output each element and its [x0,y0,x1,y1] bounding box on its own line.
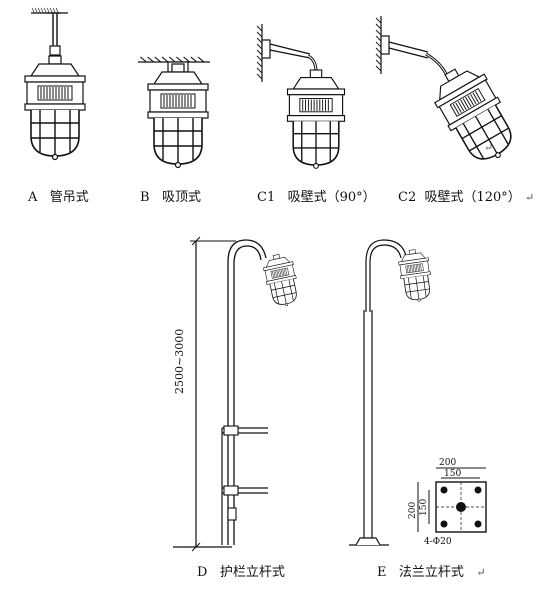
lamp-ceiling-mount [137,56,211,169]
caption-A-name: 管吊式 [49,190,89,205]
caption-E-code: E [377,565,387,580]
flange-inner-height: 150 [419,499,429,516]
flange-detail: 200 150 200 150 4-Φ20 [408,458,487,547]
lamp-wall-mount-120: ↵ [375,15,525,173]
return-mark: ↵ [484,141,493,154]
lamp-pipe-pendant [24,7,86,161]
caption-C2: C2 吸壁式（120°） ↵ [398,186,534,205]
caption-B-code: B [140,190,150,205]
caption-B: B 吸顶式 [140,186,201,205]
return-mark: ↵ [524,191,535,204]
flange-outer-height: 200 [408,502,418,519]
pole-height-dimension: 2500~3000 [173,329,186,394]
caption-A-code: A [28,190,38,205]
caption-E: E 法兰立杆式 ↵ [377,561,486,580]
caption-D-code: D [197,565,208,580]
caption-C1-code: C1 [257,190,276,205]
flange-holes: 4-Φ20 [424,537,452,547]
lamp-flange-pole [349,239,435,546]
lamp-guardrail-pole: 2500~3000 [173,236,302,552]
caption-D: D 护栏立杆式 [197,561,285,580]
caption-B-name: 吸顶式 [161,190,201,205]
caption-C1-name: 吸壁式（90°） [287,190,376,205]
caption-C2-code: C2 [398,190,417,205]
caption-C2-name: 吸壁式（120°） [424,190,521,205]
flange-inner-width: 150 [444,469,461,479]
caption-D-name: 护栏立杆式 [219,565,285,580]
caption-C1: C1 吸壁式（90°） [257,186,376,205]
lamp-wall-mount-90 [256,23,346,170]
caption-E-name: 法兰立杆式 [398,565,464,580]
flange-outer-width: 200 [439,458,456,468]
return-mark: ↵ [476,566,486,579]
caption-A: A 管吊式 [28,186,89,205]
